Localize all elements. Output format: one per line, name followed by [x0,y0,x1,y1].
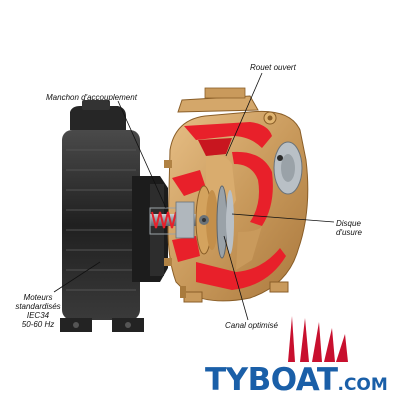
label-disque-usure: Disque d'usure [336,219,362,237]
label-moteurs: Moteurs standardisés IEC34 50-60 Hz [8,293,68,329]
label-moteurs-line1: Moteurs [23,293,53,302]
electric-motor [60,100,168,332]
label-manchon-accouplement: Manchon d'accouplement [46,93,137,102]
label-rouet-ouvert: Rouet ouvert [250,63,296,72]
label-disque-line1: Disque [336,219,361,228]
tyboat-logo[interactable]: TYBOAT.COM [205,364,388,401]
label-disque-line2: d'usure [336,228,362,237]
label-moteurs-line2: standardisés [15,302,61,311]
coupling-sleeve [149,185,234,259]
leader-lines [53,72,335,321]
leader-canal [223,235,249,321]
leader-disque [231,213,335,223]
label-canal-optimise: Canal optimisé [225,321,278,330]
tyboat-logo-mark [288,316,348,362]
label-moteurs-line3: IEC34 [26,311,50,320]
label-moteurs-line4: 50-60 Hz [21,320,55,329]
leader-moteurs [53,261,101,293]
leader-rouet [225,72,263,157]
logo-suffix: .COM [337,375,388,395]
logo-name: TYBOAT [205,362,338,398]
leader-manchon [117,100,167,209]
